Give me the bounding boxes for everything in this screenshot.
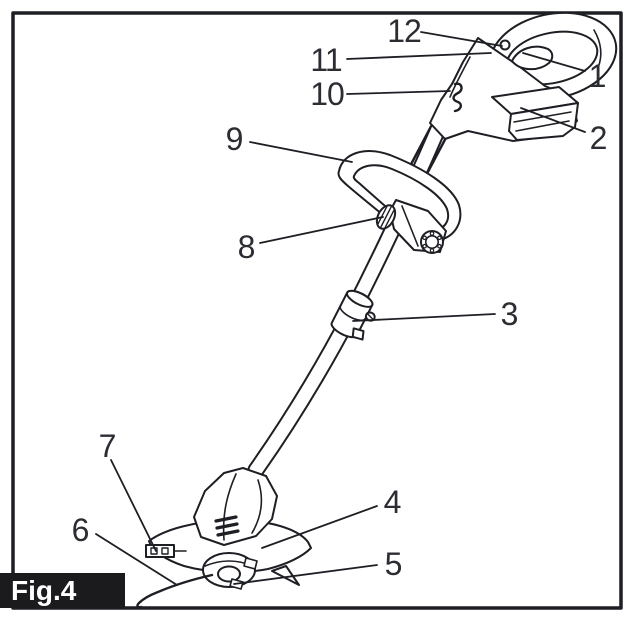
callout-10: 10	[310, 76, 345, 112]
leader-8	[259, 216, 384, 244]
leader-4	[261, 505, 378, 549]
battery-pack	[491, 86, 579, 141]
callout-3: 3	[500, 296, 519, 332]
leader-12	[420, 31, 503, 47]
callout-4: 4	[383, 484, 402, 520]
leader-2	[520, 107, 586, 133]
callout-8: 8	[237, 229, 256, 265]
lock-off-button	[499, 39, 511, 51]
frame-border	[11, 11, 623, 610]
hanger-hook	[452, 82, 463, 113]
leader-7	[110, 459, 157, 552]
leader-10	[346, 90, 451, 95]
callout-5: 5	[384, 546, 403, 582]
cutting-line	[136, 573, 214, 609]
callout-7: 7	[98, 428, 117, 464]
leader-6	[95, 533, 178, 586]
trigger	[511, 45, 554, 71]
clamp-end-cap	[420, 230, 444, 254]
leader-9	[249, 141, 353, 163]
leader-1	[522, 52, 586, 72]
leader-3	[352, 313, 496, 322]
callout-2: 2	[589, 120, 608, 156]
spool	[202, 552, 258, 590]
leader-5	[233, 564, 378, 585]
callout-12: 12	[387, 13, 422, 49]
leader-lines	[95, 31, 586, 586]
auxiliary-handle	[337, 150, 462, 254]
vent-slots	[214, 515, 240, 537]
edge-guide	[145, 544, 187, 558]
figure-label: Fig.4	[11, 574, 77, 606]
shaft-coupler	[330, 289, 376, 341]
cutting-head	[136, 467, 312, 609]
callout-9: 9	[225, 121, 244, 157]
callout-6: 6	[71, 512, 90, 548]
callout-1: 1	[588, 58, 607, 94]
figure-label-badge: Fig.4	[0, 573, 125, 608]
callout-11: 11	[310, 42, 342, 78]
clamp-knob	[375, 204, 397, 230]
leader-11	[346, 52, 492, 60]
